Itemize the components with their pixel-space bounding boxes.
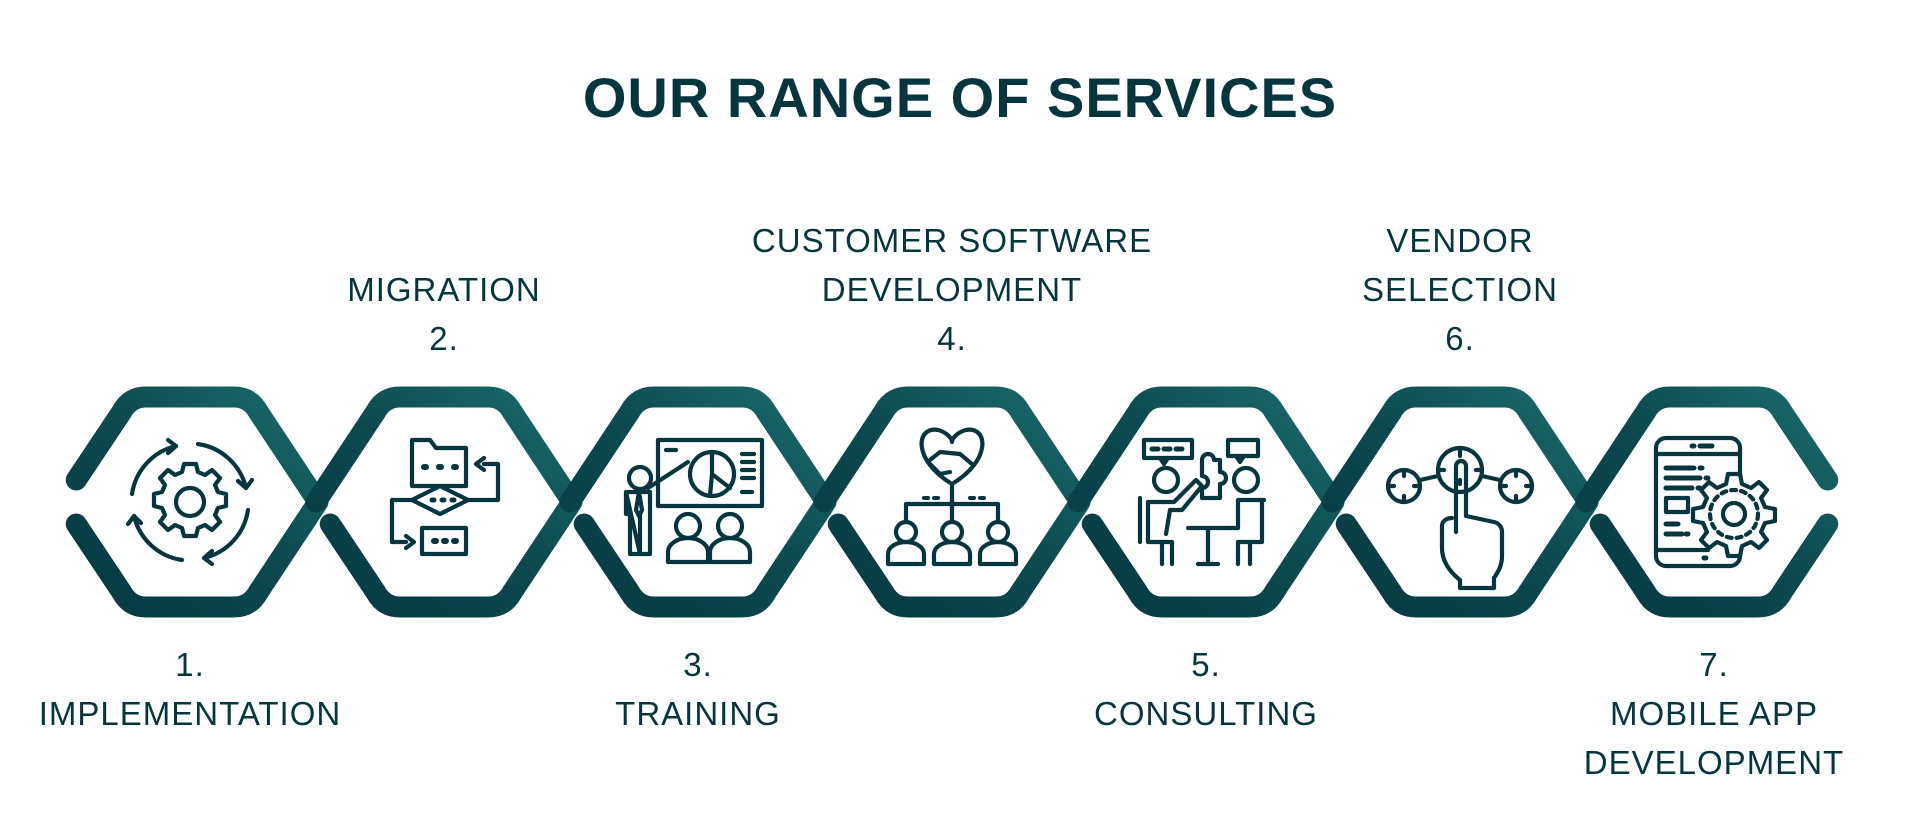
service-label-1: 1. IMPLEMENTATION (0, 640, 420, 738)
service-label-7: 7. MOBILE APP DEVELOPMENT (1484, 640, 1920, 787)
mobile-settings-icon (1656, 438, 1775, 566)
page-title: OUR RANGE OF SERVICES (582, 66, 1338, 129)
gear-cycle-icon (128, 440, 252, 564)
service-title: CUSTOMER SOFTWARE DEVELOPMENT (751, 222, 1153, 308)
data-migration-flow-icon (392, 440, 498, 554)
presentation-training-icon (626, 440, 762, 562)
service-title: MOBILE APP DEVELOPMENT (1583, 695, 1845, 781)
service-title: IMPLEMENTATION (38, 695, 342, 732)
hexagon-frame-6 (1321, 386, 1599, 618)
service-number: 4. (937, 320, 967, 357)
service-number: 6. (1445, 320, 1475, 357)
service-label-4: CUSTOMER SOFTWARE DEVELOPMENT 4. (722, 216, 1182, 363)
service-label-3: 3. TRAINING (468, 640, 928, 738)
service-label-5: 5. CONSULTING (976, 640, 1436, 738)
hexagon-frame-5 (1067, 386, 1345, 618)
service-number: 1. (175, 646, 205, 683)
service-label-6: VENDOR SELECTION 6. (1230, 216, 1690, 363)
hexagon-frame-3 (559, 386, 837, 618)
service-number: 7. (1699, 646, 1729, 683)
service-number: 3. (683, 646, 713, 683)
hexagon-frame-7 (1575, 386, 1839, 618)
service-label-2: MIGRATION 2. (214, 265, 674, 363)
handshake-team-icon (888, 430, 1016, 564)
hexagon-frame-1 (65, 386, 329, 618)
service-title: CONSULTING (1094, 695, 1318, 732)
service-title: VENDOR SELECTION (1361, 222, 1559, 308)
service-title: MIGRATION (347, 271, 541, 308)
service-title: TRAINING (615, 695, 781, 732)
touch-select-icon (1388, 448, 1532, 588)
service-number: 2. (429, 320, 459, 357)
meeting-puzzle-icon (1140, 440, 1264, 564)
service-number: 5. (1191, 646, 1221, 683)
